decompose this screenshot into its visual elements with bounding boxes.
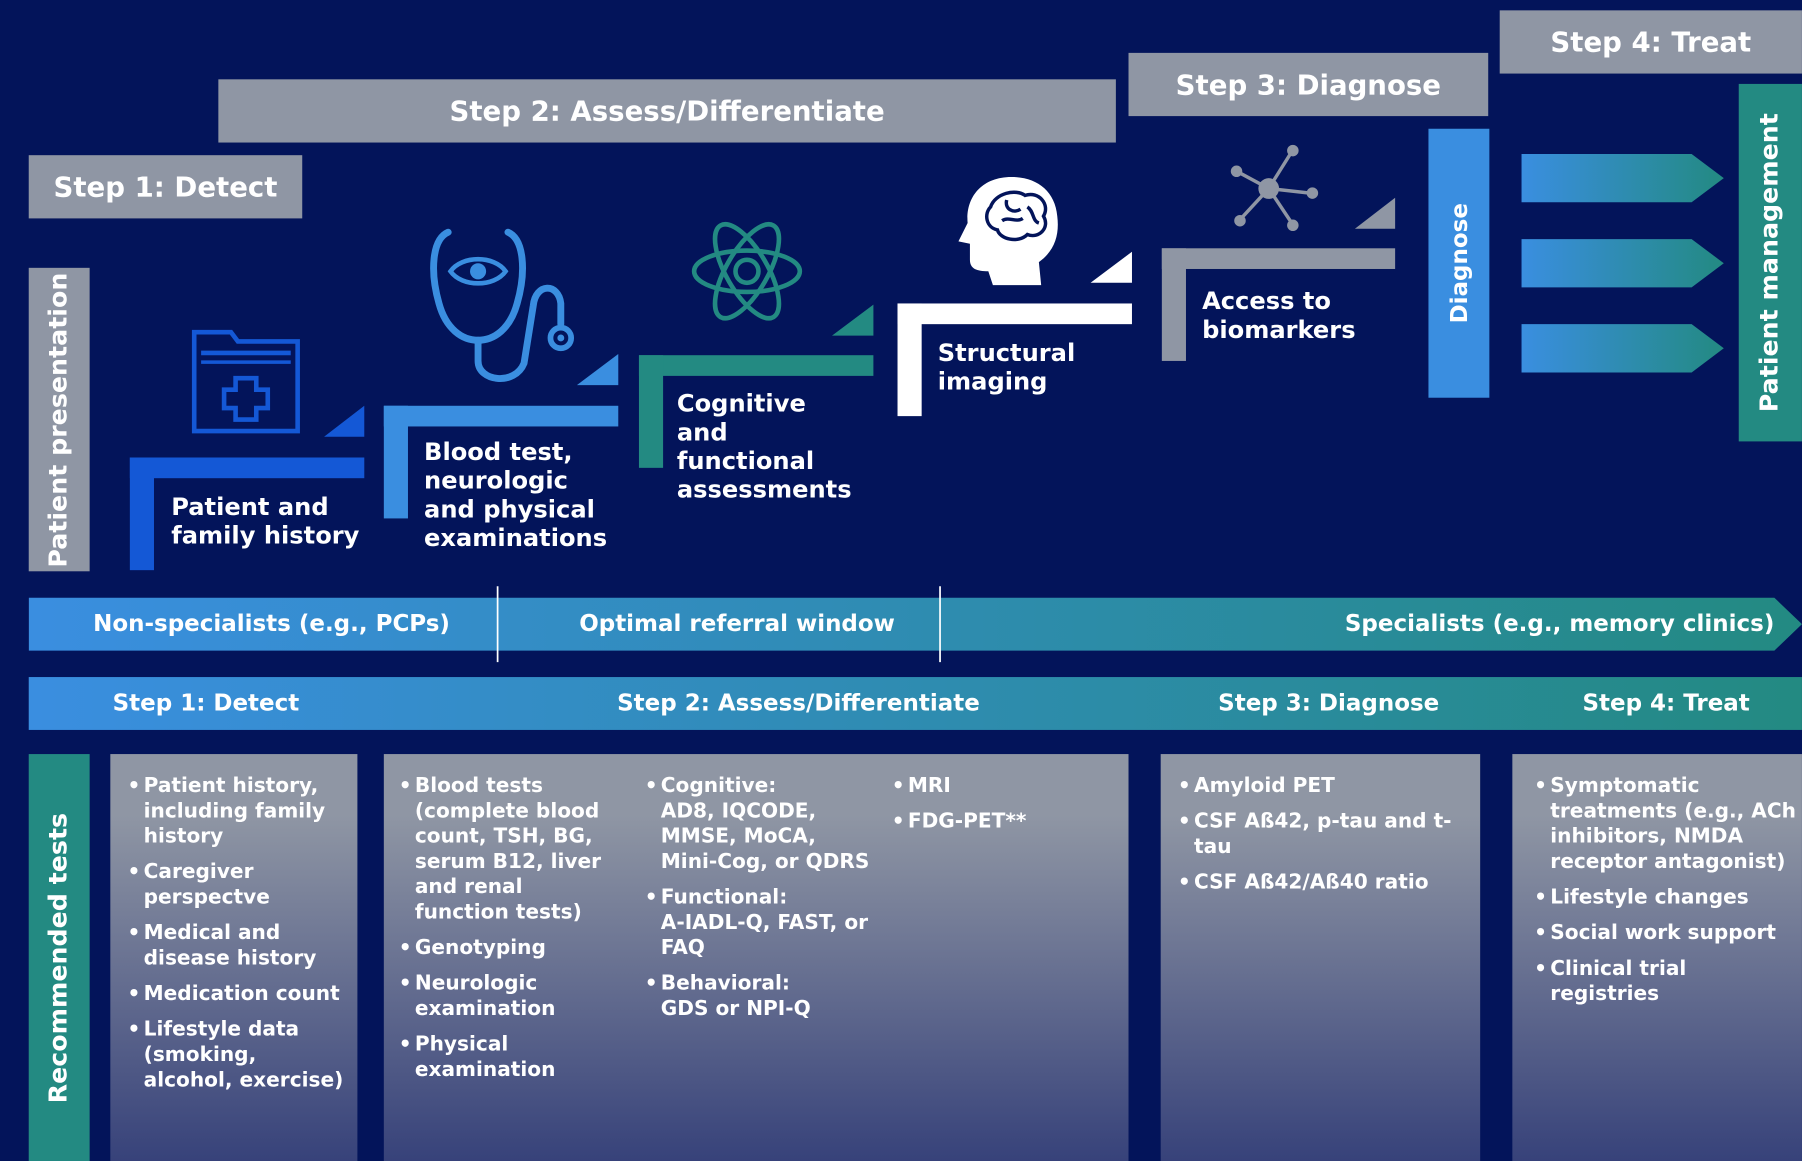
test-item: Social work support — [1534, 921, 1798, 946]
medical-folder-icon — [191, 329, 300, 434]
test-item: Genotyping — [399, 936, 617, 961]
arrow-3 — [1521, 324, 1724, 373]
stair-2-label: Blood test, neurologic and physical exam… — [424, 437, 608, 552]
stair-2 — [383, 354, 619, 519]
test-item: MRI — [892, 774, 1099, 799]
referral-band — [28, 586, 1802, 663]
test-item-cognitive: Cognitive:AD8, IQCODE, MMSE, MoCA, Mini-… — [645, 774, 875, 875]
recommended-tests-bar: Recommended tests — [28, 754, 90, 1161]
test-item-functional: Functional:A-IADL-Q, FAST, or FAQ — [645, 885, 875, 961]
step-band-treat: Step 4: Treat — [1582, 688, 1750, 717]
stair-1 — [129, 405, 365, 571]
stair-5-label: Access to biomarkers — [1202, 287, 1356, 344]
patient-presentation-bar: Patient presentation — [28, 267, 90, 572]
tests-list-diagnose: Amyloid PET CSF Aß42, p-tau and t-tau CS… — [1178, 774, 1474, 906]
test-item: Neurologic examination — [399, 971, 617, 1022]
step4-header: Step 4: Treat — [1499, 10, 1802, 74]
stair-3-label: Cognitive and functional assessments — [676, 389, 852, 504]
test-item: Medical and disease history — [128, 921, 352, 972]
test-heading: Cognitive: — [660, 774, 777, 798]
test-item: Medication count — [128, 982, 352, 1007]
stair-5 — [1161, 197, 1396, 361]
tests-list-assess-2: Cognitive:AD8, IQCODE, MMSE, MoCA, Mini-… — [645, 774, 875, 1033]
test-item: FDG-PET** — [892, 809, 1099, 834]
stairs-graphic — [129, 197, 1396, 571]
test-item: Amyloid PET — [1178, 774, 1474, 799]
step-band-diagnose: Step 3: Diagnose — [1218, 688, 1440, 717]
non-specialists-label: Non-specialists (e.g., PCPs) — [93, 609, 450, 637]
tests-box-diagnose: Amyloid PET CSF Aß42, p-tau and t-tau CS… — [1160, 754, 1481, 1161]
test-detail: AD8, IQCODE, MMSE, MoCA, Mini-Cog, or QD… — [660, 800, 870, 874]
treatment-arrows — [1521, 154, 1724, 373]
patient-management-bar: Patient management — [1738, 83, 1802, 442]
specialists-label: Specialists (e.g., memory clinics) — [1344, 609, 1775, 637]
stair-4-label: Structural imaging — [937, 339, 1076, 396]
test-item: Symptomatic treatments (e.g., ACh inhibi… — [1534, 774, 1798, 875]
test-item: CSF Aß42, p-tau and t-tau — [1178, 809, 1474, 860]
step2-header: Step 2: Assess/Differentiate — [218, 79, 1116, 143]
tests-list-assess-3: MRI FDG-PET** — [892, 774, 1099, 845]
step-band-detect: Step 1: Detect — [112, 688, 300, 717]
test-item: Lifestyle data (smoking, alcohol, exerci… — [128, 1017, 352, 1093]
recommended-tests-label: Recommended tests — [44, 812, 74, 1103]
diagnose-bar: Diagnose — [1428, 128, 1490, 398]
test-item: Patient history, including family histor… — [128, 774, 352, 850]
diagnose-bar-label: Diagnose — [1445, 203, 1473, 324]
step-band — [28, 677, 1802, 730]
stair-1-label: Patient and family history — [171, 493, 360, 550]
test-heading: Functional: — [660, 886, 788, 910]
stethoscope-icon — [430, 228, 575, 382]
arrow-2 — [1521, 239, 1724, 288]
step-band-assess: Step 2: Assess/Differentiate — [617, 688, 980, 717]
arrow-1 — [1521, 154, 1724, 203]
test-detail: A-IADL-Q, FAST, or FAQ — [660, 911, 869, 960]
test-item: Clinical trial registries — [1534, 956, 1798, 1007]
test-item: CSF Aß42/Aß40 ratio — [1178, 870, 1474, 895]
molecule-icon — [1230, 144, 1319, 232]
test-item: Lifestyle changes — [1534, 885, 1798, 910]
test-item: Blood tests (complete blood count, TSH, … — [399, 774, 617, 926]
patient-management-label: Patient management — [1755, 113, 1785, 413]
test-item-behavioral: Behavioral:GDS or NPI-Q — [645, 971, 875, 1022]
tests-list-detect: Patient history, including family histor… — [128, 774, 352, 1104]
test-heading: Behavioral: — [660, 972, 790, 996]
tests-list-assess-1: Blood tests (complete blood count, TSH, … — [399, 774, 617, 1094]
test-detail: GDS or NPI-Q — [660, 997, 811, 1021]
test-item: Physical examination — [399, 1032, 617, 1083]
tests-box-assess: Blood tests (complete blood count, TSH, … — [383, 754, 1129, 1161]
optimal-referral-window-label: Optimal referral window — [579, 609, 895, 637]
atom-icon — [691, 222, 803, 321]
test-item: Caregiver perspectve — [128, 860, 352, 911]
step3-header: Step 3: Diagnose — [1128, 52, 1489, 117]
tests-box-detect: Patient history, including family histor… — [110, 754, 358, 1161]
stair-4 — [897, 251, 1132, 417]
tests-box-treat: Symptomatic treatments (e.g., ACh inhibi… — [1512, 754, 1802, 1161]
tests-list-treat: Symptomatic treatments (e.g., ACh inhibi… — [1534, 774, 1798, 1018]
brain-head-icon — [958, 177, 1058, 286]
step1-header: Step 1: Detect — [28, 155, 303, 219]
